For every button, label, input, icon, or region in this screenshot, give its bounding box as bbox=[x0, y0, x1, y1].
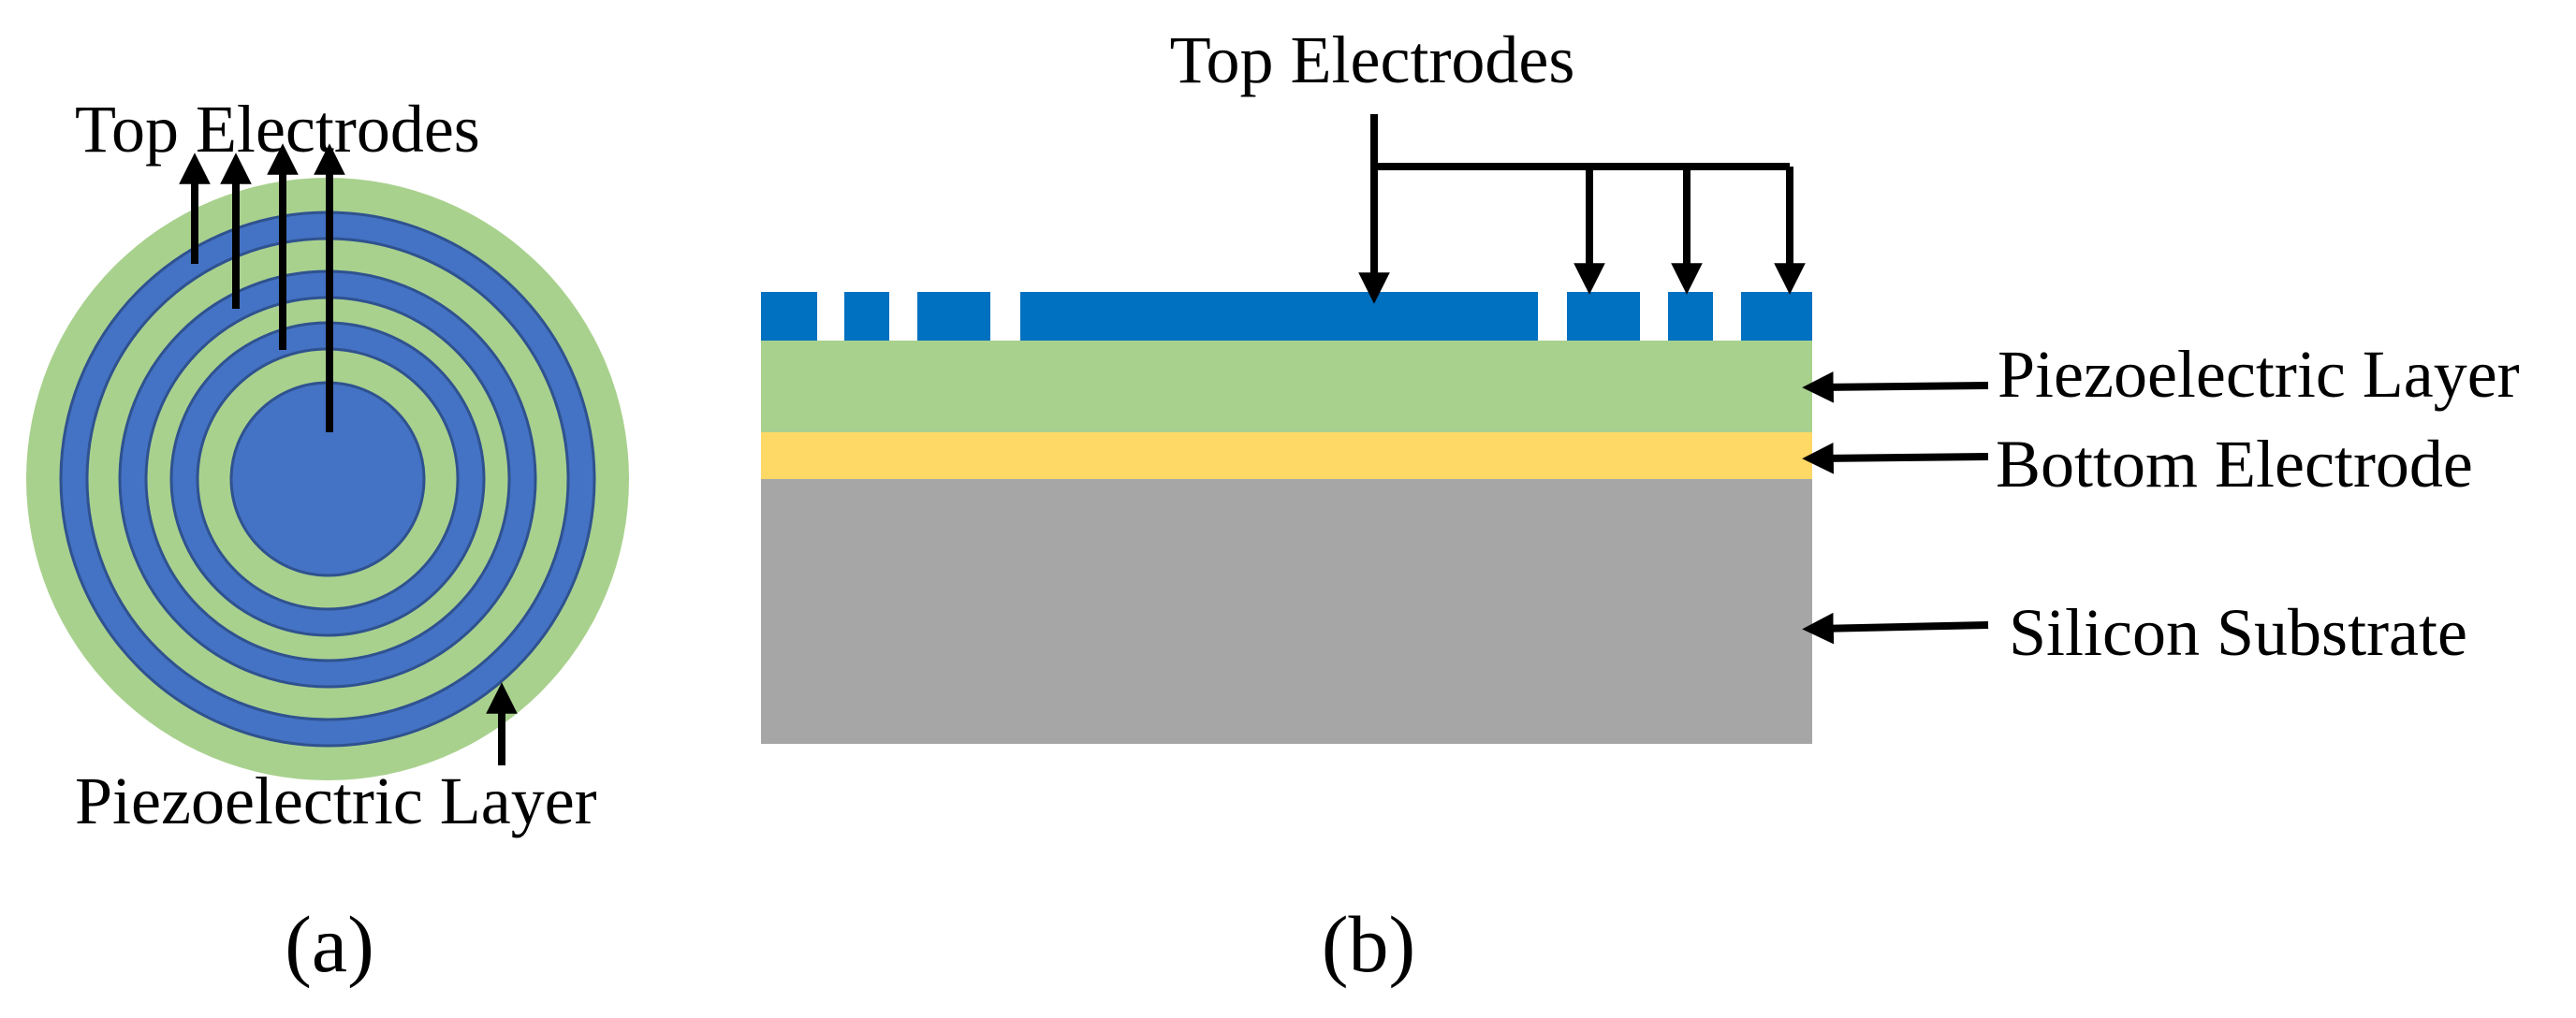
panel-b-leader-lines bbox=[1358, 114, 1989, 645]
bottom-electrode-label: Bottom Electrode bbox=[1996, 427, 2473, 502]
panel-a: Top Electrodes Piezoelectric Layer (a) bbox=[26, 92, 629, 989]
piezoelectric-layer-label: Piezoelectric Layer bbox=[1998, 337, 2520, 412]
top-electrode-4 bbox=[1020, 292, 1538, 341]
panel-b: Top Electrodes Piezoelectric Layer Botto… bbox=[761, 22, 2520, 989]
top-electrode-6 bbox=[1668, 292, 1713, 341]
panel-a-top-electrodes-label: Top Electrodes bbox=[75, 92, 480, 167]
panel-b-caption: (b) bbox=[1322, 899, 1415, 989]
top-electrode-1 bbox=[761, 292, 817, 341]
panel-b-top-electrodes-label: Top Electrodes bbox=[1170, 22, 1575, 97]
bottom-electrode bbox=[761, 432, 1812, 479]
arrow-to-silicon-substrate bbox=[1802, 612, 1989, 645]
top-electrode-2 bbox=[844, 292, 889, 341]
piezoelectric-layer bbox=[761, 341, 1812, 432]
arrow-to-bottom-electrode bbox=[1802, 443, 1989, 474]
silicon-substrate bbox=[761, 479, 1812, 744]
top-electrode-3 bbox=[917, 292, 990, 341]
panel-a-caption: (a) bbox=[285, 899, 373, 989]
arrow-to-piezo-layer-b bbox=[1802, 371, 1989, 403]
panel-a-piezo-label: Piezoelectric Layer bbox=[75, 764, 597, 838]
layer-stack bbox=[761, 341, 1812, 744]
top-electrode-5 bbox=[1567, 292, 1640, 341]
top-electrodes bbox=[761, 292, 1812, 341]
panel-a-arrows bbox=[179, 143, 518, 765]
silicon-substrate-label: Silicon Substrate bbox=[2009, 595, 2467, 670]
top-electrode-7 bbox=[1741, 292, 1812, 341]
